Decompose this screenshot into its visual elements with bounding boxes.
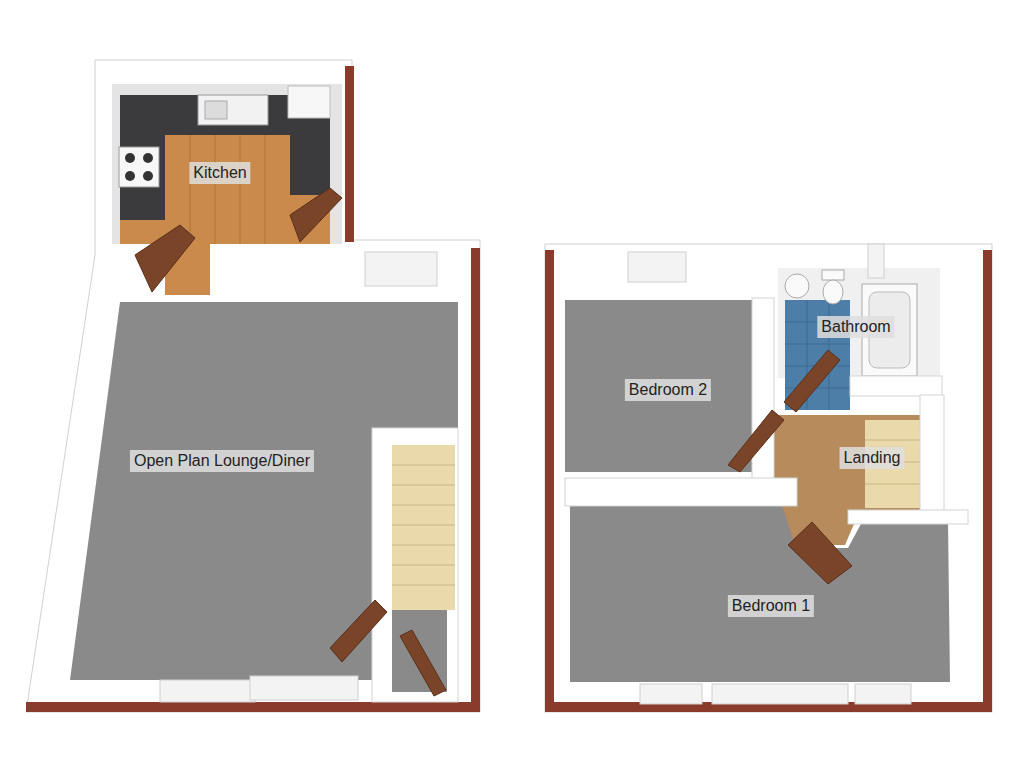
stair-tread — [865, 484, 920, 485]
wall-edge — [345, 66, 354, 242]
room: Bedroom 2 — [565, 300, 752, 472]
wall-edge — [26, 702, 480, 712]
room: Landing — [770, 415, 920, 545]
window — [160, 680, 255, 702]
window — [868, 244, 884, 278]
bedroom-floor — [570, 505, 950, 682]
ground-floor — [26, 60, 480, 712]
sink — [198, 95, 268, 125]
basin — [785, 274, 809, 298]
stair-enclosure — [372, 428, 458, 702]
window — [855, 684, 911, 704]
stairs — [392, 445, 455, 610]
hob-ring — [125, 153, 135, 163]
tile-joint — [785, 388, 850, 389]
tile-joint — [785, 344, 850, 345]
wall-edge — [983, 250, 992, 712]
stair-tread — [392, 585, 455, 586]
window — [250, 676, 358, 700]
room: Bathroom — [780, 270, 940, 410]
floor-board — [240, 135, 241, 244]
door — [784, 350, 840, 412]
room-label: Kitchen — [189, 162, 250, 184]
room-label: Bathroom — [817, 316, 894, 338]
interior-wall — [920, 395, 944, 520]
appliance — [288, 86, 330, 118]
window — [628, 252, 686, 282]
toilet — [823, 280, 843, 304]
sink-bowl — [205, 101, 227, 119]
floor-board — [215, 135, 216, 244]
floor-board — [265, 135, 266, 244]
interior-wall — [752, 298, 774, 488]
outer-wall — [26, 60, 480, 712]
hob-ring — [143, 153, 153, 163]
door — [330, 600, 387, 662]
door — [728, 410, 784, 472]
door — [788, 522, 852, 584]
room-label: Bedroom 2 — [625, 379, 711, 401]
door — [135, 225, 195, 292]
first-floor — [545, 244, 992, 712]
interior-wall — [848, 510, 968, 524]
window — [712, 684, 848, 704]
window — [640, 684, 702, 704]
window — [365, 252, 437, 286]
stair-tread — [392, 505, 455, 506]
door — [290, 188, 342, 242]
door — [400, 630, 446, 696]
toilet-cistern — [822, 270, 844, 280]
room-label: Open Plan Lounge/Diner — [130, 450, 314, 472]
hob — [119, 147, 159, 187]
room-label: Landing — [840, 447, 905, 469]
stair-tread — [392, 465, 455, 466]
room-label: Bedroom 1 — [728, 595, 814, 617]
outer-wall — [545, 244, 992, 712]
interior-wall — [565, 478, 797, 506]
stair-tread — [392, 565, 455, 566]
room: Kitchen — [115, 80, 345, 245]
wall-edge — [545, 250, 554, 712]
room: Bedroom 1 — [570, 505, 950, 682]
interior-wall — [850, 376, 942, 396]
room: Open Plan Lounge/Diner — [70, 300, 458, 680]
worktop — [120, 95, 165, 220]
wall-edge — [471, 248, 480, 712]
stair-tread — [392, 485, 455, 486]
bedroom-floor — [565, 300, 752, 472]
stair-tread — [392, 545, 455, 546]
hob-ring — [125, 171, 135, 181]
hob-ring — [143, 171, 153, 181]
stair-tread — [392, 525, 455, 526]
stair-tread — [865, 440, 920, 441]
